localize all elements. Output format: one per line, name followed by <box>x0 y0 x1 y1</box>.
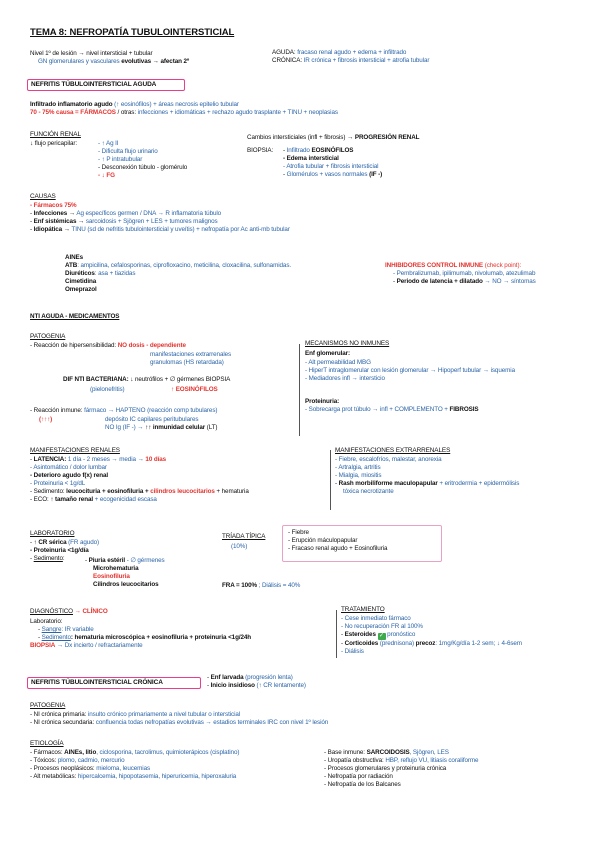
etiologia-left: - Fármacos: AINEs, litio, ciclosporina, … <box>30 749 240 780</box>
triada-pct: (10%) <box>231 543 248 550</box>
header-nti-medicamentos: NTI AGUDA - MEDICAMENTOS <box>30 313 120 320</box>
tratamiento-list: - Cese inmediato fármaco - No recuperaci… <box>341 615 522 655</box>
divider-vertical-3 <box>336 610 337 658</box>
header-diagnostico: DIAGNÓSTICO → CLÍNICO <box>30 608 108 615</box>
page-title: TEMA 8: NEFROPATÍA TUBULOINTERSTICIAL <box>30 27 235 38</box>
patogenia-arrows: (↑↑↑) <box>39 416 53 423</box>
header-manif-extrarrenales: MANIFESTACIONES EXTRARRENALES <box>335 447 451 454</box>
chronic-side: - Enf larvada (progresión lenta) - Inici… <box>207 674 306 689</box>
inhibidores-block: INHIBIDORES CONTROL INMUNE (check point)… <box>385 262 536 285</box>
patogenia-eosinofilos: ↑ EOSINÓFILOS <box>171 386 218 393</box>
patogenia-dif: DIF NTI BACTERIANA: ↓ neutrófilos + ∅ gé… <box>63 376 231 383</box>
diagnostico-body: Laboratorio: - Sangre: IR variable - Sed… <box>30 618 252 649</box>
funcion-list: - ↑ Ag II - Dificulta flujo urinario - ↑… <box>98 140 188 179</box>
header-tratamiento: TRATAMIENTO <box>341 606 385 613</box>
manif-extra-list: - Fiebre, escalofríos, malestar, anorexi… <box>335 456 520 495</box>
mecanismos-enf: Enf glomerular: <box>305 350 351 357</box>
triada-box: - Fiebre - Erupción máculopapular - Frac… <box>282 525 442 562</box>
header-funcion-renal: FUNCIÓN RENAL <box>30 131 81 138</box>
triada-fra: FRA = 100% ; Diálisis = 40% <box>222 582 301 589</box>
header-causas: CAUSAS <box>30 193 56 200</box>
header-mecanismos: MECANISMOS NO INMUNES <box>305 340 390 347</box>
intro-right: AGUDA: fracaso renal agudo + edema + inf… <box>272 49 430 64</box>
etiologia-right: - Base inmune: SARCOIDOSIS, Sjögren, LES… <box>324 749 479 788</box>
check-icon: ✓ <box>377 633 386 640</box>
divider-vertical-1 <box>299 344 300 436</box>
acute-summary: Infiltrado inflamatorio agudo (↑ eosinóf… <box>30 101 338 116</box>
mecanismos-list: - Alt permeabilidad MBG - HiperT intragl… <box>305 359 515 382</box>
intro-left: Nivel 1º de lesión → nivel intersticial … <box>30 50 190 65</box>
causas-list: - Fármacos 75% - Infecciones → Ag especí… <box>30 202 290 233</box>
patogenia-hipersens: - Reacción de hipersensibilidad: NO dosi… <box>30 342 186 349</box>
laboratorio-list: - ↑ CR sérica (FR agudo) - Proteinuria <… <box>30 539 100 562</box>
laboratorio-sedimento-list: - Piuria estéril - ∅ gérmenes Microhemat… <box>85 557 165 588</box>
header-manif-renales: MANIFESTACIONES RENALES <box>30 447 120 454</box>
header-patogenia: PATOGENIA <box>30 333 66 340</box>
patogenia-inmune: - Reacción inmune: fármaco → HAPTENO (re… <box>30 407 218 414</box>
header-etiologia: ETIOLOGÍA <box>30 740 64 747</box>
mecanismos-proteinuria: Proteinuria: - Sobrecarga prot túbulo → … <box>305 398 479 413</box>
funcion-flujo: ↓ flujo pericapilar: <box>30 140 77 147</box>
biopsia-label: BIOPSIA: <box>247 147 274 154</box>
header-patogenia-cronica: PATOGENIA <box>30 702 66 709</box>
patogenia-details: manifestaciones extrarrenales granulomas… <box>150 351 232 366</box>
divider-vertical-2 <box>330 450 331 510</box>
section-box-chronic: NEFRITIS TÚBULOINTERSTICIAL CRÓNICA <box>27 677 201 689</box>
patogenia-cronica-list: - NI crónica primaria: insulto crónico p… <box>30 711 329 726</box>
drugs-list: AINEs ATB: ampicilina, cefalosporinas, c… <box>65 254 292 293</box>
cambios-line: Cambios intersticiales (infl + fibrosis)… <box>247 134 420 141</box>
header-triada: TRÍADA TÍPICA <box>222 533 266 540</box>
header-laboratorio: LABORATORIO <box>30 530 75 537</box>
biopsia-list: - Infiltrado EOSINÓFILOS - Edema interst… <box>283 147 383 178</box>
triada-list: - Fiebre - Erupción máculopapular - Frac… <box>288 529 388 552</box>
patogenia-deposito: depósito IC capilares peritubulares NO I… <box>105 416 218 431</box>
patogenia-pielonefritis: (pielonefritis) <box>90 386 125 393</box>
section-box-acute: NEFRITIS TÚBULOINTERSTICIAL AGUDA <box>27 79 185 91</box>
manif-renales-list: - LATENCIA: 1 día - 2 meses → media → 10… <box>30 456 249 503</box>
